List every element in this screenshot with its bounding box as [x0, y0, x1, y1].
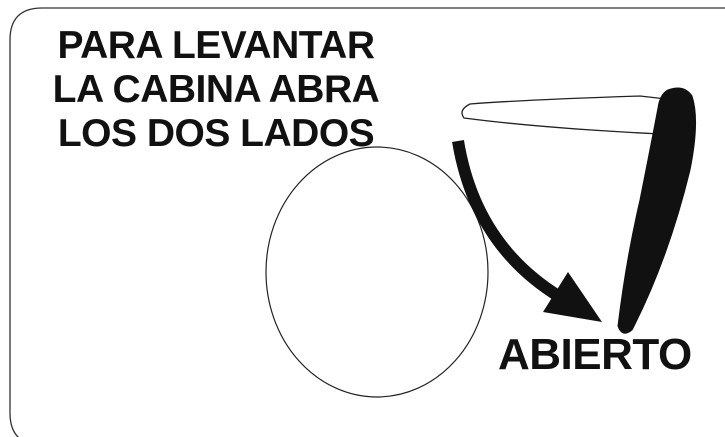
- open-direction-arrow-icon: [452, 140, 602, 322]
- instruction-line: PARA LEVANTAR: [57, 24, 375, 67]
- open-state-label: ABIERTO: [498, 330, 692, 379]
- wheel-circle-icon: [265, 146, 489, 398]
- lift-cab-instruction: PARA LEVANTAR LA CABINA ABRA LOS DOS LAD…: [36, 24, 396, 156]
- decal-border: [9, 7, 725, 437]
- hood-closed-outline-icon: [461, 95, 676, 135]
- instruction-line: LOS DOS LADOS: [57, 112, 375, 155]
- hood-open-solid-icon: [617, 87, 697, 334]
- instruction-line: LA CABINA ABRA: [52, 68, 380, 111]
